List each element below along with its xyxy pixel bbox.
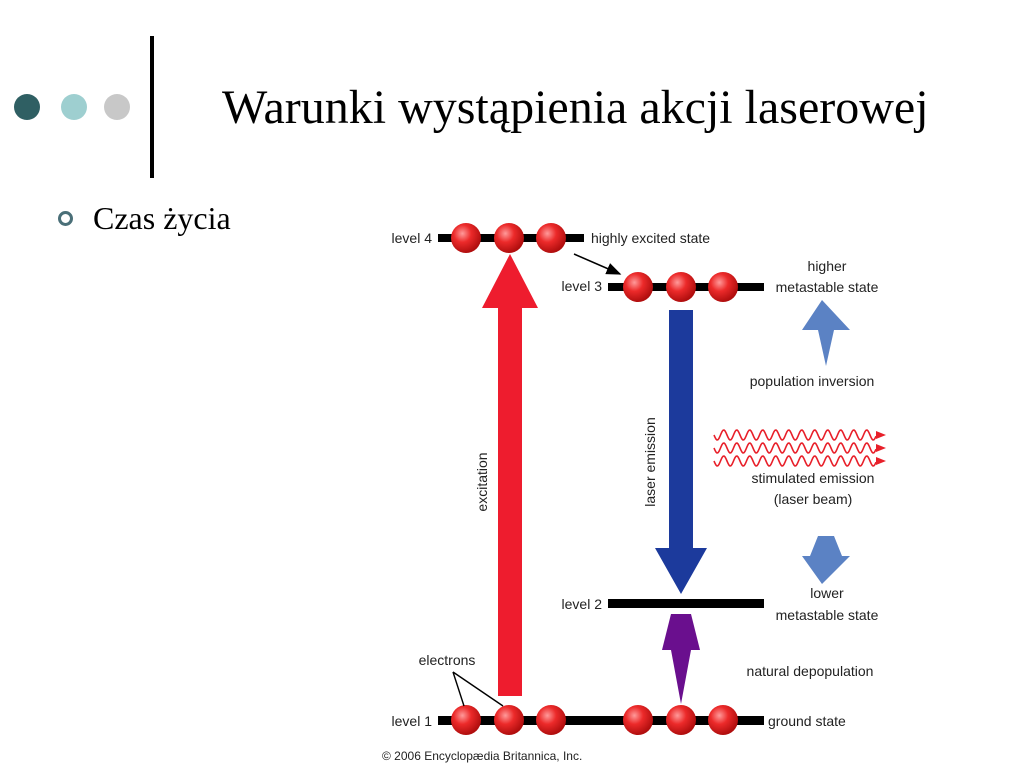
decor-dot-2 <box>61 94 87 120</box>
excitation-arrow <box>482 254 538 696</box>
excitation-label: excitation <box>474 452 490 511</box>
higher-metastable-label: metastable state <box>776 279 879 295</box>
higher-label: higher <box>808 258 847 274</box>
electron <box>708 705 738 735</box>
bullet-item: Czas życia <box>93 200 231 236</box>
natural-depopulation-label: natural depopulation <box>747 663 874 679</box>
electron <box>666 272 696 302</box>
wave-arrowhead <box>876 431 886 439</box>
lower-metastable-label: metastable state <box>776 607 879 623</box>
title-divider <box>150 36 154 178</box>
laser-beam-label: (laser beam) <box>774 491 853 507</box>
level-3-label: level 3 <box>562 278 603 294</box>
electron <box>536 223 566 253</box>
inversion-down-arrow <box>802 536 850 584</box>
bullet-marker <box>58 211 73 226</box>
electron <box>623 272 653 302</box>
laser-emission-arrow <box>655 310 707 594</box>
electron <box>666 705 696 735</box>
level-1-label: level 1 <box>392 713 433 729</box>
electron <box>536 705 566 735</box>
natural-depopulation-arrow <box>662 614 700 704</box>
decor-dot-3 <box>104 94 130 120</box>
electron <box>451 705 481 735</box>
level-4-label: level 4 <box>392 230 433 246</box>
laser-wave <box>713 455 877 467</box>
electron-pointer <box>452 671 465 707</box>
laser-wave <box>713 429 877 441</box>
electron <box>494 223 524 253</box>
decay-arrow <box>573 253 622 275</box>
ground-state-label: ground state <box>768 713 846 729</box>
wave-arrowhead <box>876 444 886 452</box>
electron <box>708 272 738 302</box>
population-inversion-label: population inversion <box>750 373 875 389</box>
laser-emission-label: laser emission <box>642 417 658 506</box>
electron <box>451 223 481 253</box>
lower-label: lower <box>810 585 844 601</box>
level-2-label: level 2 <box>562 596 603 612</box>
level-2-line <box>608 599 764 608</box>
inversion-up-arrow <box>802 300 850 366</box>
laser-wave <box>713 442 877 454</box>
highly-excited-state-label: highly excited state <box>591 230 710 246</box>
electron <box>494 705 524 735</box>
electron-pointer <box>452 671 504 707</box>
electrons-label: electrons <box>419 652 476 668</box>
level-1-line <box>438 716 764 725</box>
slide-title: Warunki wystąpienia akcji laserowej <box>222 81 929 134</box>
decor-dot-1 <box>14 94 40 120</box>
wave-arrowhead <box>876 457 886 465</box>
stimulated-emission-label: stimulated emission <box>752 470 875 486</box>
copyright-credit: © 2006 Encyclopædia Britannica, Inc. <box>382 749 582 763</box>
electron <box>623 705 653 735</box>
